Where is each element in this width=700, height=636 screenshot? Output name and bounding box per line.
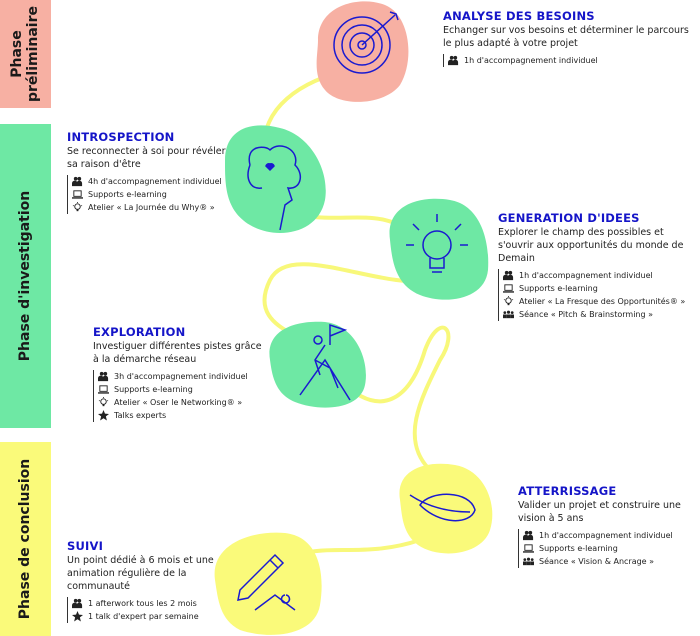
list-item: Séance « Pitch & Brainstorming » (503, 308, 698, 321)
step-description: Explorer le champ des possibles et s'ouv… (498, 227, 684, 264)
people-icon (72, 598, 83, 609)
step-title: SUIVI (67, 539, 104, 553)
item-text: Atelier « Oser le Networking® » (114, 398, 243, 407)
item-text: 1h d'accompagnement individuel (539, 531, 673, 540)
list-item: 3h d'accompagnement individuel (98, 370, 263, 383)
feather-icon (409, 493, 476, 522)
step-title: ANALYSE DES BESOINS (443, 9, 595, 23)
blob-suivi (214, 532, 322, 635)
list-item: Supports e-learning (503, 282, 698, 295)
list-item: Séance « Vision & Ancrage » (523, 555, 688, 568)
item-text: 1h d'accompagnement individuel (464, 56, 598, 65)
blob-generation (389, 198, 489, 300)
step-title: EXPLORATION (93, 325, 186, 339)
step-items: 1h d'accompagnement individuel (443, 54, 693, 67)
step-generation: GENERATION D'IDEES Explorer le champ des … (498, 212, 698, 321)
step-description: Investiguer différentes pistes grâce à l… (93, 341, 262, 365)
item-text: Supports e-learning (88, 190, 167, 199)
item-text: 3h d'accompagnement individuel (114, 372, 248, 381)
item-text: Supports e-learning (539, 544, 618, 553)
group-icon (503, 310, 514, 319)
list-item: Supports e-learning (72, 188, 232, 201)
group-icon (523, 557, 534, 566)
step-title: GENERATION D'IDEES (498, 211, 640, 225)
phase-preliminaire-label: Phase préliminaire (0, 0, 51, 108)
item-text: 1 afterwork tous les 2 mois (88, 599, 197, 608)
people-icon (503, 270, 514, 281)
list-item: Atelier « La Journée du Why® » (72, 201, 232, 214)
list-item: 1h d'accompagnement individuel (523, 529, 688, 542)
list-item: Atelier « La Fresque des Opportunités® » (503, 295, 698, 308)
blob-exploration (269, 321, 366, 408)
step-description: Echanger sur vos besoins et déterminer l… (443, 25, 689, 49)
item-text: Talks experts (114, 411, 167, 420)
list-item: 1 afterwork tous les 2 mois (72, 597, 227, 610)
list-item: Atelier « Oser le Networking® » (98, 396, 263, 409)
bulb-icon (503, 296, 514, 306)
blob-analyse (316, 1, 409, 102)
pencil-icon (237, 553, 296, 611)
blob-introspection (225, 125, 326, 233)
star-icon (72, 611, 83, 622)
step-title: INTROSPECTION (67, 130, 175, 144)
laptop-icon (503, 284, 514, 293)
people-icon (448, 55, 459, 66)
step-title: ATTERRISSAGE (518, 484, 617, 498)
item-text: 1 talk d'expert par semaine (88, 612, 199, 621)
step-description: Valider un projet et construire une visi… (518, 500, 681, 524)
step-description: Se reconnecter à soi pour révéler sa rai… (67, 146, 226, 170)
climber-flag-icon (299, 323, 351, 401)
step-description: Un point dédié à 6 mois et une animation… (67, 555, 214, 592)
phase-investigation-label: Phase d'investigation (0, 124, 51, 428)
list-item: 1 talk d'expert par semaine (72, 610, 227, 623)
people-icon (72, 176, 83, 187)
journey-path (262, 68, 485, 562)
item-text: Séance « Pitch & Brainstorming » (519, 310, 653, 319)
step-exploration: EXPLORATION Investiguer différentes piste… (93, 326, 263, 422)
list-item: 1h d'accompagnement individuel (503, 269, 698, 282)
laptop-icon (523, 544, 534, 553)
people-icon (523, 530, 534, 541)
item-text: Séance « Vision & Ancrage » (539, 557, 655, 566)
list-item: Supports e-learning (523, 542, 688, 555)
step-analyse: ANALYSE DES BESOINS Echanger sur vos beso… (443, 10, 693, 67)
phase-conclusion-label: Phase de conclusion (0, 442, 51, 636)
item-text: 4h d'accompagnement individuel (88, 177, 222, 186)
people-icon (98, 371, 109, 382)
list-item: 4h d'accompagnement individuel (72, 175, 232, 188)
brain-heart-icon (247, 145, 302, 231)
bulb-icon (72, 202, 83, 212)
item-text: Atelier « La Fresque des Opportunités® » (519, 297, 686, 306)
item-text: Supports e-learning (114, 385, 193, 394)
laptop-icon (72, 190, 83, 199)
list-item: Talks experts (98, 409, 263, 422)
step-introspection: INTROSPECTION Se reconnecter à soi pour r… (67, 131, 232, 214)
item-text: 1h d'accompagnement individuel (519, 271, 653, 280)
lightbulb-icon (406, 214, 468, 273)
item-text: Atelier « La Journée du Why® » (88, 203, 215, 212)
list-item: 1h d'accompagnement individuel (448, 54, 693, 67)
step-suivi: SUIVI Un point dédié à 6 mois et une anim… (67, 540, 227, 623)
laptop-icon (98, 385, 109, 394)
step-atterrissage: ATTERRISSAGE Valider un projet et constru… (518, 485, 688, 568)
bulb-icon (98, 397, 109, 407)
blob-atterrissage (399, 463, 493, 554)
list-item: Supports e-learning (98, 383, 263, 396)
item-text: Supports e-learning (519, 284, 598, 293)
target-icon (333, 11, 399, 74)
step-items: 1 afterwork tous les 2 mois 1 talk d'expe… (67, 597, 227, 623)
star-icon (98, 410, 109, 421)
